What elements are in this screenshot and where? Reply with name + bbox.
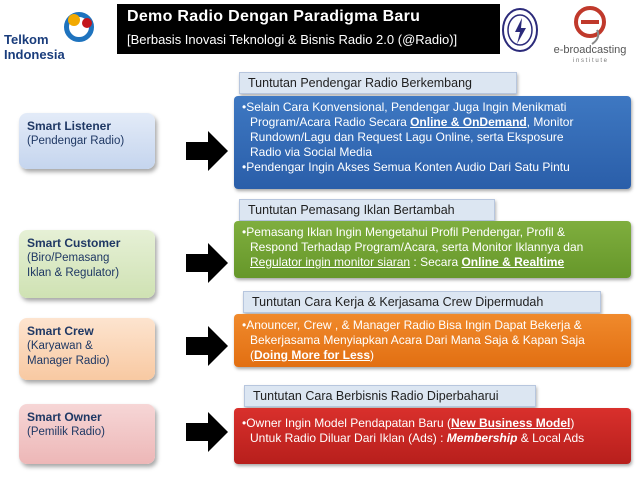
heading-listener-demand: Tuntutan Pendengar Radio Berkembang: [239, 72, 517, 94]
prssni-logo: [502, 8, 538, 52]
content-line: Program/Acara Radio Secara Online & OnDe…: [242, 115, 623, 130]
highlight-doing-more: Doing More for Less: [254, 348, 371, 362]
content-line: Regulator ingin monitor siaran : Secara …: [242, 255, 623, 270]
regulator-text: Regulator ingin monitor siaran: [250, 255, 411, 269]
card-title: Smart Owner: [27, 410, 102, 424]
content-text: : Secara: [410, 255, 462, 269]
right-arrow-icon: [186, 243, 228, 283]
content-line: •Pemasang Iklan Ingin Mengetahui Profil …: [242, 225, 566, 239]
content-listener: •Selain Cara Konvensional, Pendengar Jug…: [234, 96, 631, 189]
page-title: Demo Radio Dengan Paradigma Baru: [127, 8, 421, 25]
content-line: Bekerjasama Menyiapkan Acara Dari Mana S…: [250, 333, 585, 347]
content-line: •Selain Cara Konvensional, Pendengar Jug…: [242, 100, 567, 114]
content-text: ): [570, 416, 575, 430]
heading-advertiser-demand: Tuntutan Pemasang Iklan Bertambah: [239, 199, 495, 221]
content-text: ): [370, 348, 375, 362]
right-arrow-icon: [186, 131, 228, 171]
card-subtitle: (Karyawan &: [27, 340, 93, 352]
card-subtitle: (Pendengar Radio): [27, 135, 125, 147]
card-subtitle: (Pemilik Radio): [27, 426, 105, 438]
telkom-logo-dot-icon: [68, 14, 80, 26]
right-arrow-icon: [186, 412, 228, 452]
content-line: •Pendengar Ingin Akses Semua Konten Audi…: [242, 160, 570, 174]
card-title: Smart Customer: [27, 236, 121, 250]
card-title: Smart Crew: [27, 324, 94, 338]
content-text: (: [250, 348, 254, 362]
highlight-membership: Membership: [446, 431, 518, 445]
card-smart-crew: Smart Crew (Karyawan & Manager Radio): [19, 318, 155, 380]
content-owner: •Owner Ingin Model Pendapatan Baru (New …: [234, 408, 631, 464]
telkom-indonesia-logo: Telkom Indonesia: [2, 8, 112, 62]
ebc-logo-subtext: i n s t i t u t e: [573, 58, 608, 64]
content-text: •Owner Ingin Model Pendapatan Baru (: [242, 416, 451, 430]
content-text: & Local Ads: [517, 431, 585, 445]
content-line: •Owner Ingin Model Pendapatan Baru (New …: [242, 416, 623, 431]
telkom-logo-text: Telkom Indonesia: [4, 32, 65, 62]
card-subtitle: (Biro/Pemasang: [27, 252, 110, 264]
highlight-online-ondemand: Online & OnDemand: [410, 115, 527, 129]
content-text: , Monitor: [526, 115, 574, 129]
card-smart-owner: Smart Owner (Pemilik Radio): [19, 404, 155, 464]
heading-crew-demand: Tuntutan Cara Kerja & Kerjasama Crew Dip…: [243, 291, 601, 313]
telkom-logo-line2: Indonesia: [4, 47, 65, 62]
card-subtitle-2: Iklan & Regulator): [27, 267, 120, 279]
telkom-logo-dot-red-icon: [82, 18, 92, 28]
ebc-logo-text: e-broadcasting: [554, 44, 627, 56]
page-subtitle: [Berbasis Inovasi Teknologi & Bisnis Rad…: [127, 32, 458, 47]
card-title: Smart Listener: [27, 119, 112, 133]
content-customer: •Pemasang Iklan Ingin Mengetahui Profil …: [234, 221, 631, 278]
content-line: Respond Terhadap Program/Acara, serta Mo…: [250, 240, 584, 254]
card-smart-listener: Smart Listener (Pendengar Radio): [19, 113, 155, 169]
content-text: Untuk Radio Diluar Dari Iklan (Ads) :: [250, 431, 447, 445]
card-smart-customer: Smart Customer (Biro/Pemasang Iklan & Re…: [19, 230, 155, 298]
highlight-new-business-model: New Business Model: [451, 416, 571, 430]
content-crew: •Anouncer, Crew , & Manager Radio Bisa I…: [234, 314, 631, 367]
telkom-logo-ring-icon: [64, 12, 94, 42]
content-line: Untuk Radio Diluar Dari Iklan (Ads) : Me…: [242, 431, 623, 446]
content-line: •Anouncer, Crew , & Manager Radio Bisa I…: [242, 318, 582, 332]
highlight-online-realtime: Online & Realtime: [461, 255, 565, 269]
content-text: Program/Acara Radio Secara: [250, 115, 411, 129]
telkom-logo-line1: Telkom: [4, 32, 49, 47]
content-line: (Doing More for Less): [242, 348, 623, 363]
right-arrow-icon: [186, 326, 228, 366]
content-line: Rundown/Lagu dan Request Lagu Online, se…: [250, 130, 564, 144]
content-line: Radio via Social Media: [250, 145, 373, 159]
title-banner: Demo Radio Dengan Paradigma Baru [Berbas…: [117, 4, 500, 54]
heading-owner-demand: Tuntutan Cara Berbisnis Radio Diperbahar…: [244, 385, 536, 407]
card-subtitle-2: Manager Radio): [27, 355, 110, 367]
e-broadcasting-logo: e-broadcasting i n s t i t u t e: [545, 4, 635, 64]
